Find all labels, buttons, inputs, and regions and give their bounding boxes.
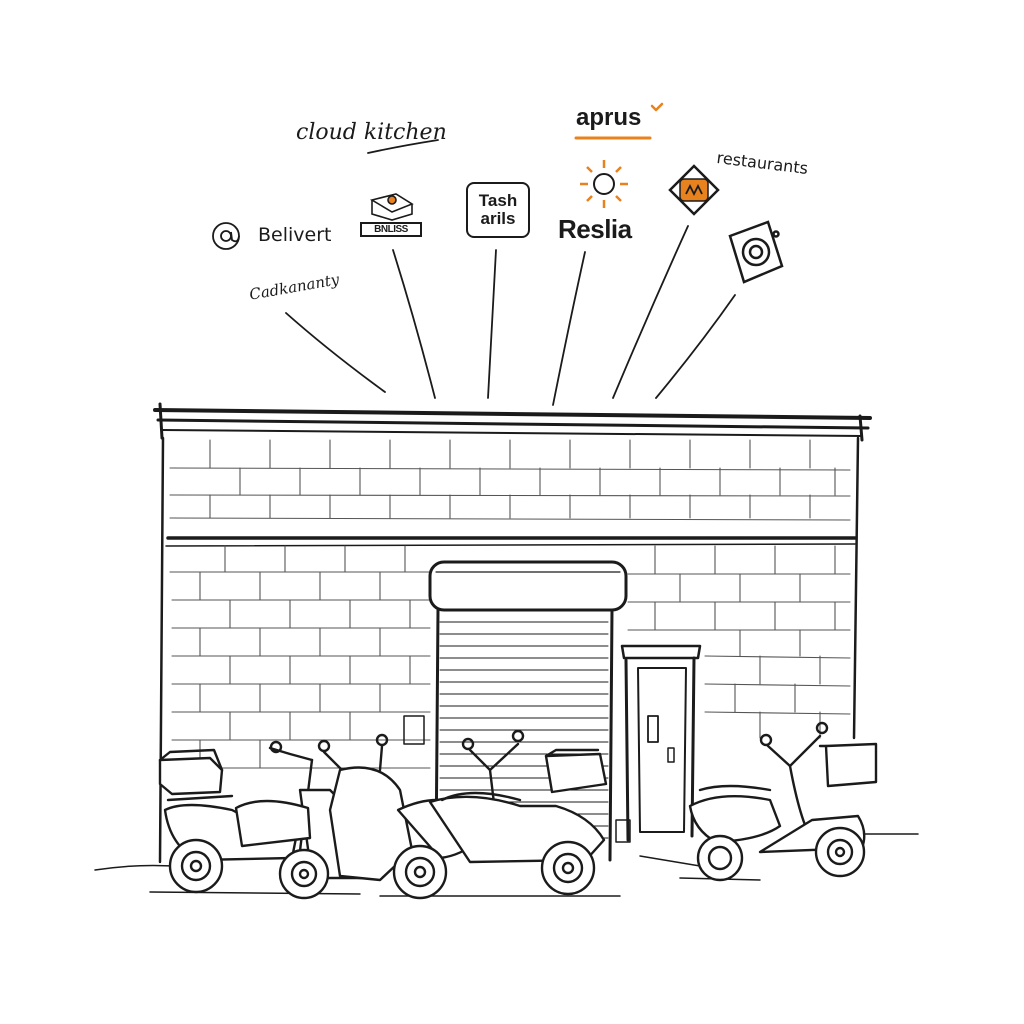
building-roof: [153, 402, 872, 442]
at-sign-icon: [212, 222, 240, 250]
sun-logo-icon: [580, 160, 628, 208]
label-aprus: aprus: [576, 104, 642, 131]
scooter-center: [317, 733, 482, 900]
label-arils: arils: [480, 209, 516, 228]
label-reslia: Reslia: [558, 214, 632, 244]
building-walls: [158, 436, 860, 864]
tash-arils-logo: Tash arils: [466, 182, 530, 238]
aprus-accent-icon: [650, 102, 664, 112]
label-belivert: Belivert: [258, 224, 332, 246]
label-cloud-kitchen: cloud kitchen: [296, 120, 447, 145]
bliss-logo: BNLISS: [360, 222, 422, 237]
orange-diamond-logo-icon: [668, 164, 720, 216]
label-bliss: BNLISS: [374, 224, 408, 235]
scooter-right: [688, 721, 878, 882]
side-door: [615, 644, 702, 843]
scooter-door: [428, 729, 608, 896]
box-logo-icon: [369, 193, 414, 221]
ring-logo-icon: [728, 220, 784, 284]
cloud-kitchen-underline: [367, 139, 439, 154]
label-tash: Tash: [478, 191, 518, 210]
brick-pattern: [169, 439, 851, 769]
connector-lines: [285, 225, 736, 406]
wall-sign: [403, 715, 425, 745]
